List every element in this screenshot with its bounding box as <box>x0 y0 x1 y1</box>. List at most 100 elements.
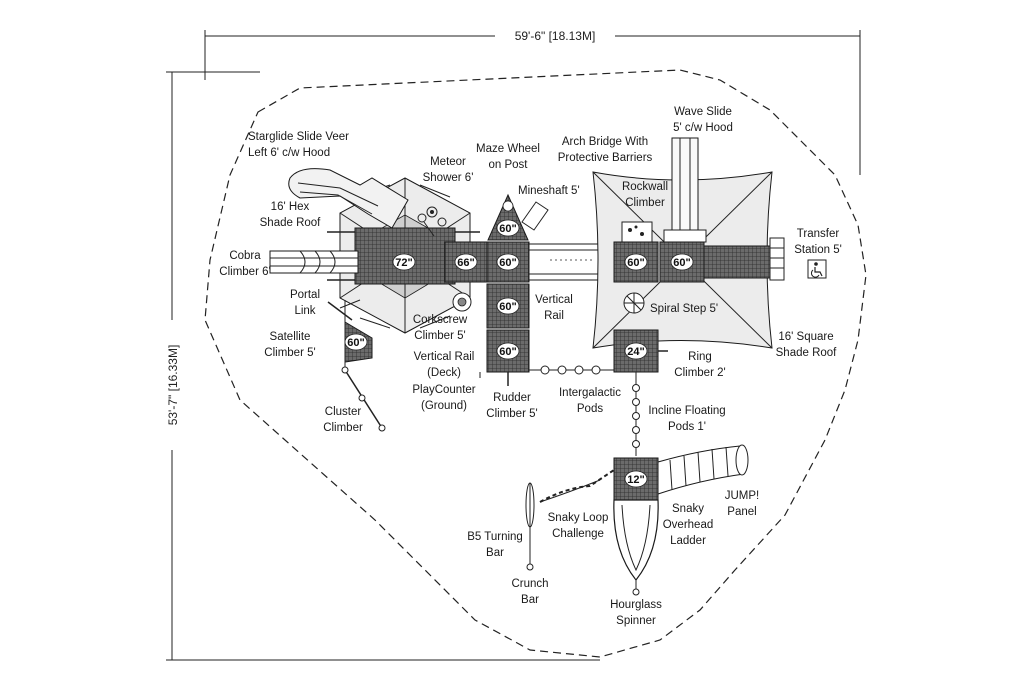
svg-text:Overhead: Overhead <box>663 519 714 531</box>
mineshaft <box>521 201 549 231</box>
bottom-deck-height: 12" <box>627 474 644 486</box>
portal-link <box>327 299 361 321</box>
svg-text:Maze Wheel: Maze Wheel <box>476 143 540 155</box>
rudder-climber <box>479 372 509 386</box>
svg-text:Shade Roof: Shade Roof <box>260 217 322 229</box>
intergalactic-pods <box>529 365 614 375</box>
label-incline-pods: Incline Floating Pods 1' <box>648 405 725 433</box>
maze-deck-badge <box>496 219 520 237</box>
svg-text:Climber 6': Climber 6' <box>219 266 270 278</box>
maze-wheel <box>502 200 514 212</box>
svg-text:on Post: on Post <box>489 159 529 171</box>
height-dimension-label: 53'-7" [16.33M] <box>166 345 180 426</box>
column-deck-1-badge <box>496 297 520 315</box>
bottom-deck-badge <box>624 470 648 488</box>
svg-text:Climber: Climber <box>625 197 665 209</box>
svg-text:Spiral Step 5': Spiral Step 5' <box>650 303 718 315</box>
svg-text:Wave Slide: Wave Slide <box>674 106 732 118</box>
column-deck-1-height: 60" <box>499 301 516 313</box>
label-meteor: Meteor Shower 6' <box>423 156 474 184</box>
use-zone-boundary <box>204 69 867 658</box>
right-deck-1-badge <box>624 253 648 271</box>
right-deck-2 <box>659 241 705 283</box>
label-jump-panel: JUMP! Panel <box>725 490 760 518</box>
svg-text:Ladder: Ladder <box>670 535 706 547</box>
svg-text:Challenge: Challenge <box>552 528 604 540</box>
snaky-overhead-ladder <box>657 444 749 495</box>
label-intergalactic: Intergalactic Pods <box>559 387 621 415</box>
satellite-deck-height: 60" <box>347 337 364 349</box>
column-deck-2-height: 60" <box>499 346 516 358</box>
svg-text:Arch Bridge With: Arch Bridge With <box>562 136 648 148</box>
svg-text:Cobra: Cobra <box>229 250 261 262</box>
right-deck-2-height: 60" <box>673 257 690 269</box>
svg-text:(Deck): (Deck) <box>427 367 461 379</box>
svg-text:Rudder: Rudder <box>493 392 531 404</box>
svg-text:Vertical: Vertical <box>535 294 573 306</box>
label-crunch-bar: Crunch Bar <box>511 578 548 606</box>
column-deck-2-badge <box>496 342 520 360</box>
svg-text:Climber 5': Climber 5' <box>414 330 465 342</box>
label-transfer: Transfer Station 5' <box>794 228 842 256</box>
svg-text:Intergalactic: Intergalactic <box>559 387 621 399</box>
hex-deck-badge <box>392 253 416 271</box>
incline-floating-pods <box>632 372 640 456</box>
right-deck-1-height: 60" <box>627 257 644 269</box>
meteor-shower <box>417 206 447 237</box>
right-deck-2-badge <box>670 253 694 271</box>
width-dimension-label: 59'-6" [18.13M] <box>515 29 596 43</box>
b5-turning-bar <box>525 482 535 528</box>
svg-text:Incline Floating: Incline Floating <box>648 405 725 417</box>
label-square-roof: 16' Square Shade Roof <box>776 331 838 359</box>
label-vertical-rail: Vertical Rail <box>535 294 573 322</box>
cluster-climber <box>341 366 386 432</box>
svg-text:B5 Turning: B5 Turning <box>467 531 523 543</box>
label-corkscrew: Corkscrew Climber 5' <box>413 314 468 342</box>
svg-text:Starglide Slide Veer: Starglide Slide Veer <box>248 131 349 143</box>
svg-text:Portal: Portal <box>290 289 320 301</box>
label-playcounter: PlayCounter (Ground) <box>412 384 475 412</box>
svg-text:Panel: Panel <box>727 506 756 518</box>
junction-deck-badge <box>496 253 520 271</box>
transfer-station <box>703 237 785 281</box>
svg-text:Snaky Loop: Snaky Loop <box>548 512 609 524</box>
maze-deck-height: 60" <box>499 223 516 235</box>
svg-text:Ring: Ring <box>688 351 712 363</box>
label-cobra: Cobra Climber 6' <box>219 250 270 278</box>
wheelchair-icon <box>807 259 827 279</box>
svg-text:Satellite: Satellite <box>270 331 311 343</box>
svg-text:(Ground): (Ground) <box>421 400 467 412</box>
junction-deck-height: 60" <box>499 257 516 269</box>
svg-text:Vertical Rail: Vertical Rail <box>414 351 475 363</box>
svg-text:Snaky: Snaky <box>672 503 704 515</box>
snaky-loop-challenge <box>539 469 615 503</box>
svg-text:Crunch: Crunch <box>511 578 548 590</box>
svg-text:Spinner: Spinner <box>616 615 656 627</box>
svg-text:16' Square: 16' Square <box>778 331 833 343</box>
left-deck-badge <box>454 253 478 271</box>
rockwall-climber <box>621 221 653 243</box>
svg-text:Climber 5': Climber 5' <box>264 347 315 359</box>
svg-text:Bar: Bar <box>486 547 504 559</box>
label-hourglass: Hourglass Spinner <box>610 599 662 627</box>
svg-text:Left 6' c/w Hood: Left 6' c/w Hood <box>248 147 330 159</box>
satellite-deck-badge <box>344 333 368 351</box>
height-dimension: 53'-7" [16.33M] <box>164 71 600 661</box>
label-starglide: Starglide Slide Veer Left 6' c/w Hood <box>248 131 349 159</box>
svg-text:Pods 1': Pods 1' <box>668 421 706 433</box>
svg-text:Corkscrew: Corkscrew <box>413 314 468 326</box>
wave-slide <box>663 137 707 243</box>
spiral-step <box>623 292 645 314</box>
crunch-bar <box>526 527 534 571</box>
left-deck-height: 66" <box>457 257 474 269</box>
hourglass-spinner <box>613 499 659 596</box>
ring-deck-badge <box>624 342 648 360</box>
label-portal: Portal Link <box>290 289 320 317</box>
label-b5-turning: B5 Turning Bar <box>467 531 523 559</box>
svg-text:Climber 5': Climber 5' <box>486 408 537 420</box>
svg-text:Protective Barriers: Protective Barriers <box>558 152 653 164</box>
svg-text:Climber 2': Climber 2' <box>674 367 725 379</box>
svg-text:Pods: Pods <box>577 403 603 415</box>
label-vertical-rail-deck: Vertical Rail (Deck) <box>414 351 475 379</box>
